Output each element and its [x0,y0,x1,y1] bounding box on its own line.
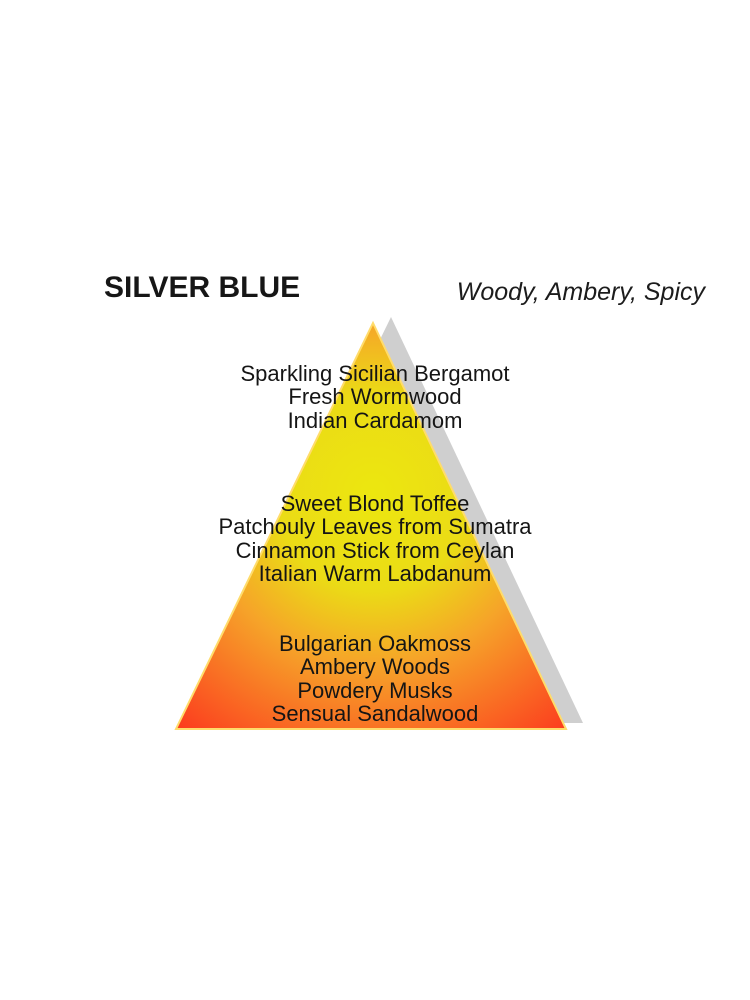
note-line: Ambery Woods [300,654,450,680]
note-line: Sparkling Sicilian Bergamot [240,361,510,386]
fragrance-name: SILVER BLUE [104,271,301,304]
note-line: Patchouly Leaves from Sumatra [218,514,532,540]
note-line: Sensual Sandalwood [271,700,479,726]
note-line: Powdery Musks [297,677,453,703]
pyramid-triangle [174,320,568,730]
olfactory-pyramid [174,317,583,730]
note-line: Italian Warm Labdanum [258,560,492,586]
base-notes-group: Bulgarian Oakmoss Ambery Woods Powdery M… [75,632,675,725]
top-notes-group: Sparkling Sicilian Bergamot Fresh Wormwo… [75,362,675,432]
note-line: Bulgarian Oakmoss [279,631,471,656]
heart-notes-group: Sweet Blond Toffee Patchouly Leaves from… [75,492,675,585]
note-line: Fresh Wormwood [288,384,462,410]
note-line: Indian Cardamom [287,407,463,433]
note-line: Sweet Blond Toffee [280,491,470,516]
olfactory-families: Woody, Ambery, Spicy [456,278,705,306]
note-line: Cinnamon Stick from Ceylan [235,537,515,563]
